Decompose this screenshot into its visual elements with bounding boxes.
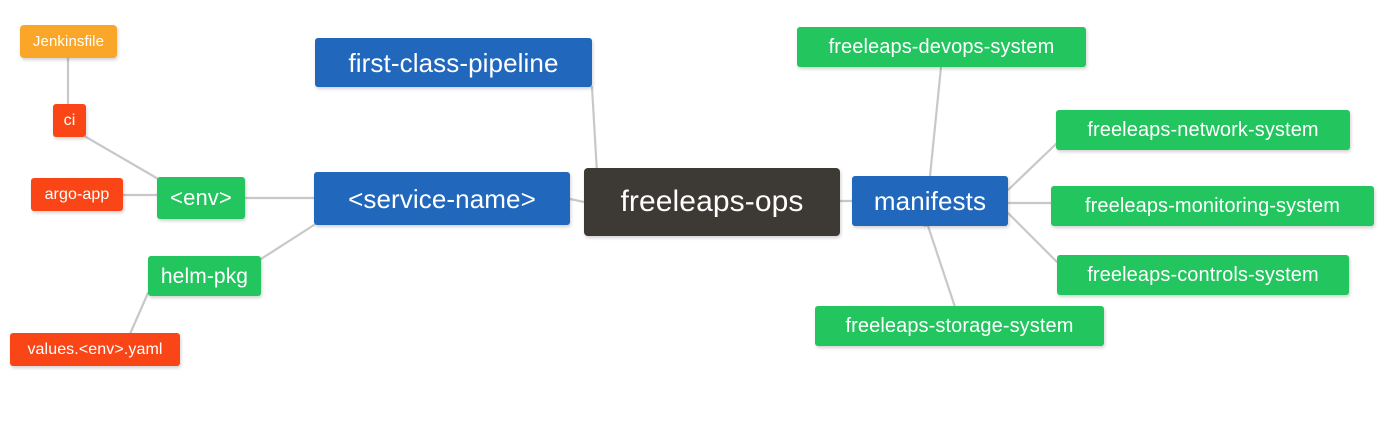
mindmap-edge (926, 224, 957, 309)
mindmap-edge (590, 85, 599, 175)
mindmap-edge (568, 197, 586, 204)
mindmap-node-first-class-pipeline[interactable]: first-class-pipeline (315, 38, 592, 87)
mindmap-edge (259, 223, 316, 261)
mindmap-node-label: Jenkinsfile (32, 33, 105, 50)
mindmap-node-label: freeleaps-controls-system (1087, 264, 1319, 286)
mindmap-node-devops-system[interactable]: freeleaps-devops-system (797, 27, 1086, 67)
mindmap-node-label: freeleaps-ops (620, 185, 804, 218)
mindmap-node-jenkinsfile[interactable]: Jenkinsfile (20, 25, 117, 58)
mindmap-node-ci[interactable]: ci (53, 104, 86, 137)
mindmap-node-label: freeleaps-network-system (1087, 119, 1319, 141)
mindmap-node-label: helm-pkg (160, 264, 249, 288)
mindmap-node-label: freeleaps-devops-system (828, 36, 1055, 58)
mindmap-node-controls-system[interactable]: freeleaps-controls-system (1057, 255, 1349, 295)
mindmap-node-storage-system[interactable]: freeleaps-storage-system (815, 306, 1104, 346)
mindmap-node-root[interactable]: freeleaps-ops (584, 168, 840, 236)
mindmap-edge (128, 291, 150, 336)
mindmap-edge (84, 135, 162, 182)
mindmap-node-label: freeleaps-monitoring-system (1084, 195, 1340, 217)
mindmap-node-argo-app[interactable]: argo-app (31, 178, 123, 211)
mindmap-node-monitoring-system[interactable]: freeleaps-monitoring-system (1051, 186, 1374, 226)
mindmap-node-service-name[interactable]: <service-name> (314, 172, 570, 225)
mindmap-node-label: first-class-pipeline (348, 47, 559, 78)
mindmap-edge (1006, 211, 1059, 264)
mindmap-node-values-yaml[interactable]: values.<env>.yaml (10, 333, 180, 366)
mindmap-node-label: <service-name> (348, 183, 536, 214)
mindmap-node-manifests[interactable]: manifests (852, 176, 1008, 226)
mindmap-node-label: <env> (170, 185, 232, 210)
mindmap-edge (1006, 142, 1058, 192)
mindmap-node-network-system[interactable]: freeleaps-network-system (1056, 110, 1350, 150)
mindmap-node-label: values.<env>.yaml (27, 340, 163, 358)
mindmap-node-helm-pkg[interactable]: helm-pkg (148, 256, 261, 296)
mindmap-node-label: manifests (873, 186, 987, 216)
mindmap-node-label: ci (63, 111, 76, 129)
mindmap-node-label: argo-app (44, 185, 110, 203)
mindmap-node-env[interactable]: <env> (157, 177, 245, 219)
mindmap-node-label: freeleaps-storage-system (845, 315, 1074, 337)
